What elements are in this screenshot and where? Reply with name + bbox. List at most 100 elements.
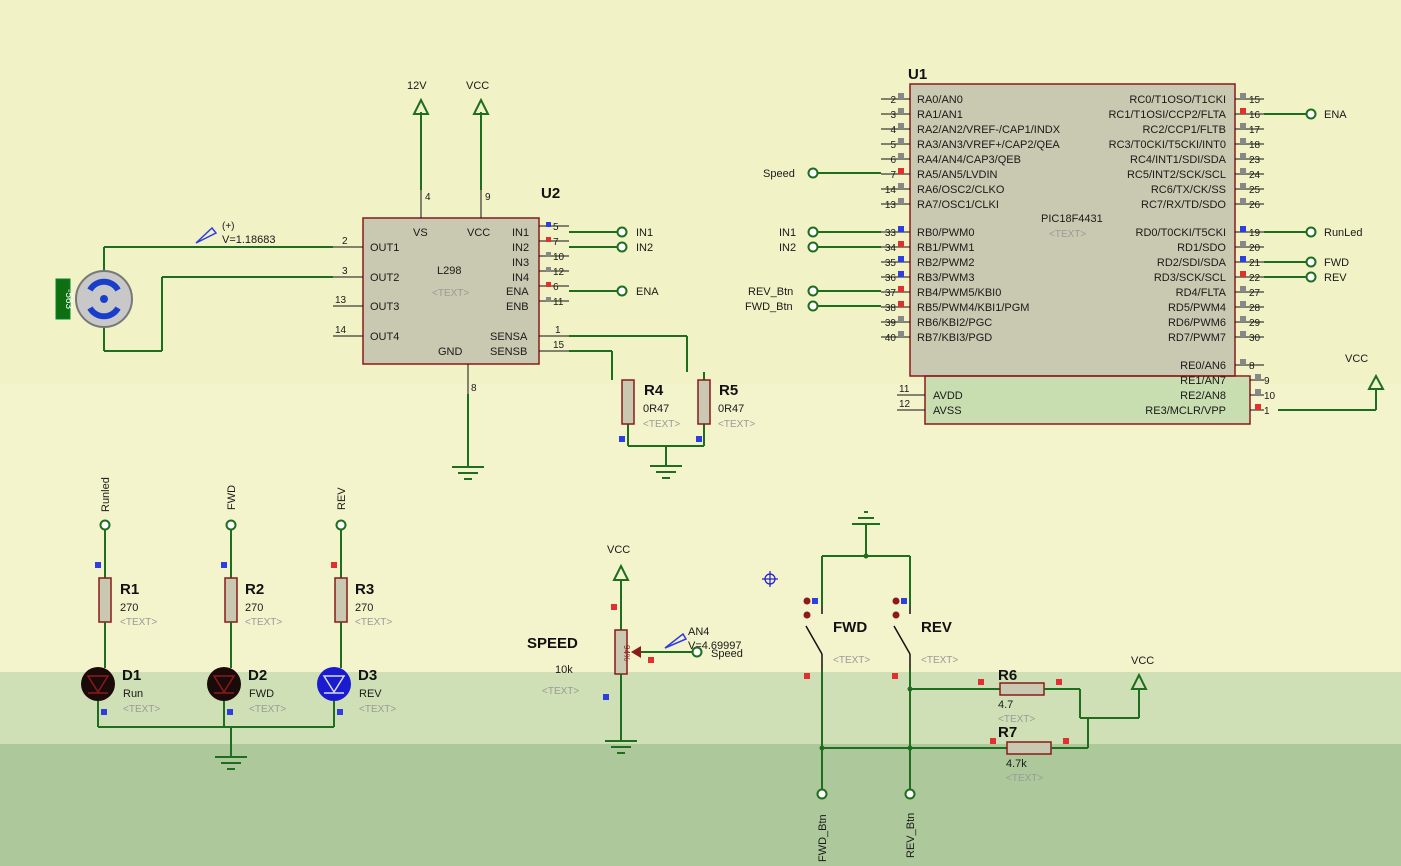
u1-pin-num: 1: [1264, 406, 1270, 417]
terminal-fwd-btn[interactable]: [807, 300, 819, 312]
resistor-r5[interactable]: R5 0R47 <TEXT>: [696, 379, 755, 442]
terminal-rev-btn[interactable]: [904, 788, 916, 800]
terminal-rev[interactable]: [1305, 271, 1317, 283]
d1-placeholder: <TEXT>: [123, 704, 160, 715]
u1-pin-name: RA5/AN5/LVDIN: [917, 169, 998, 181]
r4-ref: R4: [644, 382, 664, 399]
button-rev[interactable]: REV <TEXT>: [892, 597, 958, 680]
terminal-fwd[interactable]: [1305, 256, 1317, 268]
u1-pin-num: 36: [885, 273, 897, 284]
led-fwd-circuit[interactable]: FWD R2 270 <TEXT> D2 FWD <TEXT>: [207, 485, 286, 727]
terminal-rev-btn[interactable]: [807, 285, 819, 297]
u2-l298[interactable]: U2 L298 <TEXT> 2 3 13 14 OUT1 OUT2 OUT3 …: [333, 185, 569, 394]
u2-pin-name: IN4: [512, 272, 529, 284]
led-run-circuit[interactable]: Runled R1 270 <TEXT> D1 Run <TEXT>: [81, 477, 160, 727]
u1-pin-num: 10: [1264, 391, 1276, 402]
button-fwd[interactable]: FWD <TEXT>: [803, 597, 871, 680]
u1-pin-name: RC5/INT2/SCK/SCL: [1127, 169, 1226, 181]
r5-placeholder: <TEXT>: [718, 419, 755, 430]
terminal-runled[interactable]: [99, 519, 111, 531]
r7-ref: R7: [998, 724, 1017, 741]
power-vcc-label: VCC: [1131, 655, 1154, 667]
terminal-ena[interactable]: [1305, 108, 1317, 120]
r3-value: 270: [355, 602, 373, 614]
u1-body: [909, 83, 1236, 377]
d2-name: FWD: [249, 688, 274, 700]
r4-value: 0R47: [643, 403, 669, 415]
u2-pin-num: 3: [342, 266, 348, 277]
u1-pin-num: 26: [1249, 200, 1261, 211]
u1-pin-name: RA6/OSC2/CLKO: [917, 184, 1005, 196]
button-circuit[interactable]: FWD <TEXT> REV <TEXT> FWD_Btn REV_Btn: [803, 511, 1008, 862]
terminal-in2-label: IN2: [779, 242, 796, 254]
ground-symbol: [452, 466, 484, 480]
u1-pin-name: RA2/AN2/VREF-/CAP1/INDX: [917, 124, 1061, 136]
resistor-r4[interactable]: R4 0R47 <TEXT>: [619, 379, 680, 442]
voltage-probe-motor[interactable]: (+) V=1.18683: [195, 221, 276, 246]
d3-name: REV: [359, 688, 382, 700]
button-rev-placeholder: <TEXT>: [921, 655, 958, 666]
u2-ref: U2: [541, 185, 560, 202]
terminal-fwd[interactable]: [225, 519, 237, 531]
r4-placeholder: <TEXT>: [643, 419, 680, 430]
u1-pin-num: 24: [1249, 170, 1261, 181]
r6-ref: R6: [998, 667, 1017, 684]
u1-pin-num: 30: [1249, 333, 1261, 344]
terminal-ena-label: ENA: [636, 286, 659, 298]
probe-value: V=1.18683: [222, 234, 276, 246]
r5-value: 0R47: [718, 403, 744, 415]
r1-value: 270: [120, 602, 138, 614]
terminal-speed-label: Speed: [711, 648, 743, 660]
terminal-runled[interactable]: [1305, 226, 1317, 238]
terminal-rev[interactable]: [335, 519, 347, 531]
u1-pin-num: 8: [1249, 361, 1255, 372]
resistor-r7[interactable]: R7 4.7k <TEXT>: [990, 724, 1088, 784]
voltage-probe-an4[interactable]: AN4 V=4.69997: [664, 626, 742, 652]
u2-pin-name: VS: [413, 227, 428, 239]
terminal-in1[interactable]: [807, 226, 819, 238]
terminal-in1[interactable]: [616, 226, 628, 238]
background-band-u1: [925, 377, 1250, 424]
resistor-r6[interactable]: R6 4.7 <TEXT>: [978, 667, 1080, 725]
u1-pin-num: 4: [890, 125, 896, 136]
terminal-rev-btn-label: REV_Btn: [905, 813, 917, 858]
pot-value: 10k: [555, 664, 573, 676]
u1-pin-name: RE1/AN7: [1180, 375, 1226, 387]
terminal-ena[interactable]: [616, 285, 628, 297]
u1-pin-name: RA3/AN3/VREF+/CAP2/QEA: [917, 139, 1060, 151]
terminal-runled-label: RunLed: [1324, 227, 1363, 239]
r6-placeholder: <TEXT>: [998, 714, 1035, 725]
u2-pin-name: SENSB: [490, 346, 527, 358]
u1-part: PIC18F4431: [1041, 213, 1103, 225]
d1-ref: D1: [122, 667, 141, 684]
terminal-in2[interactable]: [616, 241, 628, 253]
terminal-speed[interactable]: [807, 167, 819, 179]
u2-pin-num: 5: [553, 222, 559, 233]
terminal-in2[interactable]: [807, 241, 819, 253]
terminal-speed[interactable]: [691, 646, 703, 658]
r2-placeholder: <TEXT>: [245, 617, 282, 628]
u2-pin-name: IN3: [512, 257, 529, 269]
button-fwd-ref: FWD: [833, 619, 867, 636]
u2-pin-num: 11: [553, 297, 564, 308]
u2-pin-name: OUT2: [370, 272, 399, 284]
pot-placeholder: <TEXT>: [542, 686, 579, 697]
u1-pin-name: RB5/PWM4/KBI1/PGM: [917, 302, 1029, 314]
u2-placeholder: <TEXT>: [432, 288, 469, 299]
u1-pin-name: RD6/PWM6: [1168, 317, 1226, 329]
terminal-fwd-btn[interactable]: [816, 788, 828, 800]
u1-pin-num: 3: [890, 110, 896, 121]
u1-pin-name: RC1/T1OSI/CCP2/FLTA: [1108, 109, 1226, 121]
dc-motor[interactable]: -563: [55, 246, 333, 352]
button-rev-ref: REV: [921, 619, 952, 636]
u1-pin-name: RB6/KBI2/PGC: [917, 317, 992, 329]
u1-ref: U1: [908, 66, 927, 83]
pot-percent: 94%: [622, 645, 631, 661]
button-fwd-placeholder: <TEXT>: [833, 655, 870, 666]
terminal-runled-label: Runled: [100, 477, 112, 512]
speed-potentiometer[interactable]: VCC 94% Speed SPEED 10k <TEXT>: [527, 544, 743, 754]
led-rev-circuit[interactable]: REV R3 270 <TEXT> D3 REV <TEXT>: [317, 487, 396, 727]
